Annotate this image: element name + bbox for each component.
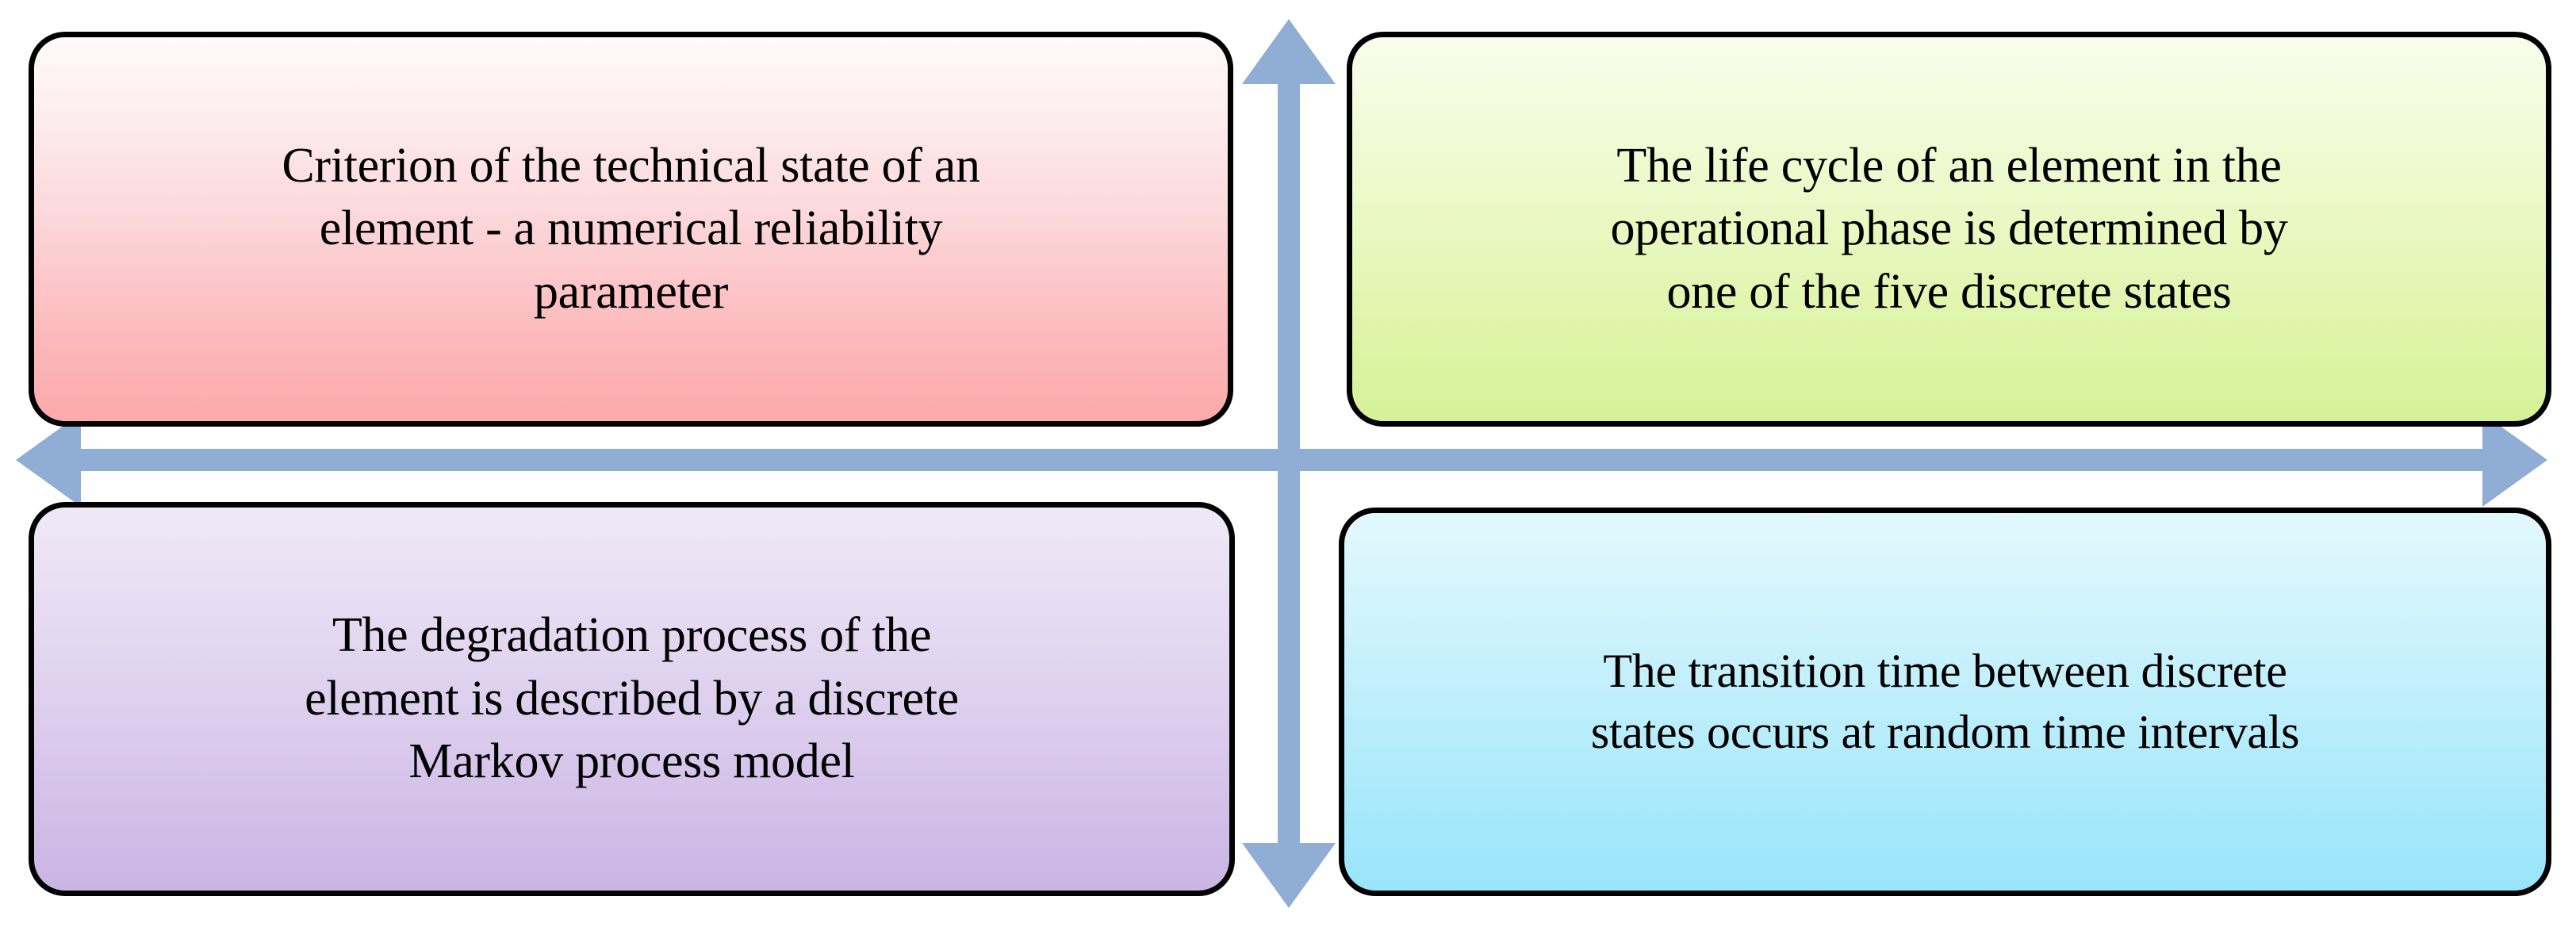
transition-time-box-label: The transition time between discrete sta… bbox=[1590, 645, 2300, 758]
degradation-box-label: The degradation process of the element i… bbox=[305, 608, 959, 789]
degradation-box[interactable]: The degradation process of the element i… bbox=[29, 502, 1235, 896]
criterion-box-label: Criterion of the technical state of an e… bbox=[282, 138, 980, 319]
vertical-double-arrow bbox=[1242, 19, 1336, 908]
criterion-box[interactable]: Criterion of the technical state of an e… bbox=[29, 32, 1233, 427]
life-cycle-box[interactable]: The life cycle of an element in the oper… bbox=[1347, 32, 2551, 427]
life-cycle-box-label: The life cycle of an element in the oper… bbox=[1610, 138, 2288, 319]
transition-time-box[interactable]: The transition time between discrete sta… bbox=[1339, 508, 2551, 896]
